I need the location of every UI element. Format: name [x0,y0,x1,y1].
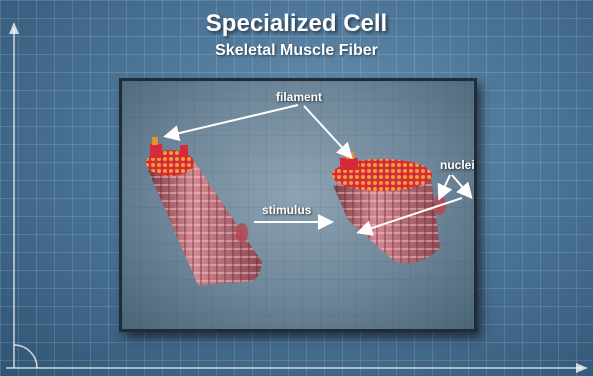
blueprint-axes [6,22,588,373]
right-muscle-fiber [332,152,446,263]
filament-label: filament [276,90,322,104]
filament-arrows [167,105,350,156]
left-muscle-fiber [146,137,262,285]
nuclei-label: nuclei [440,158,475,172]
nuclei-arrows [440,175,470,197]
stimulus-label: stimulus [262,203,311,217]
